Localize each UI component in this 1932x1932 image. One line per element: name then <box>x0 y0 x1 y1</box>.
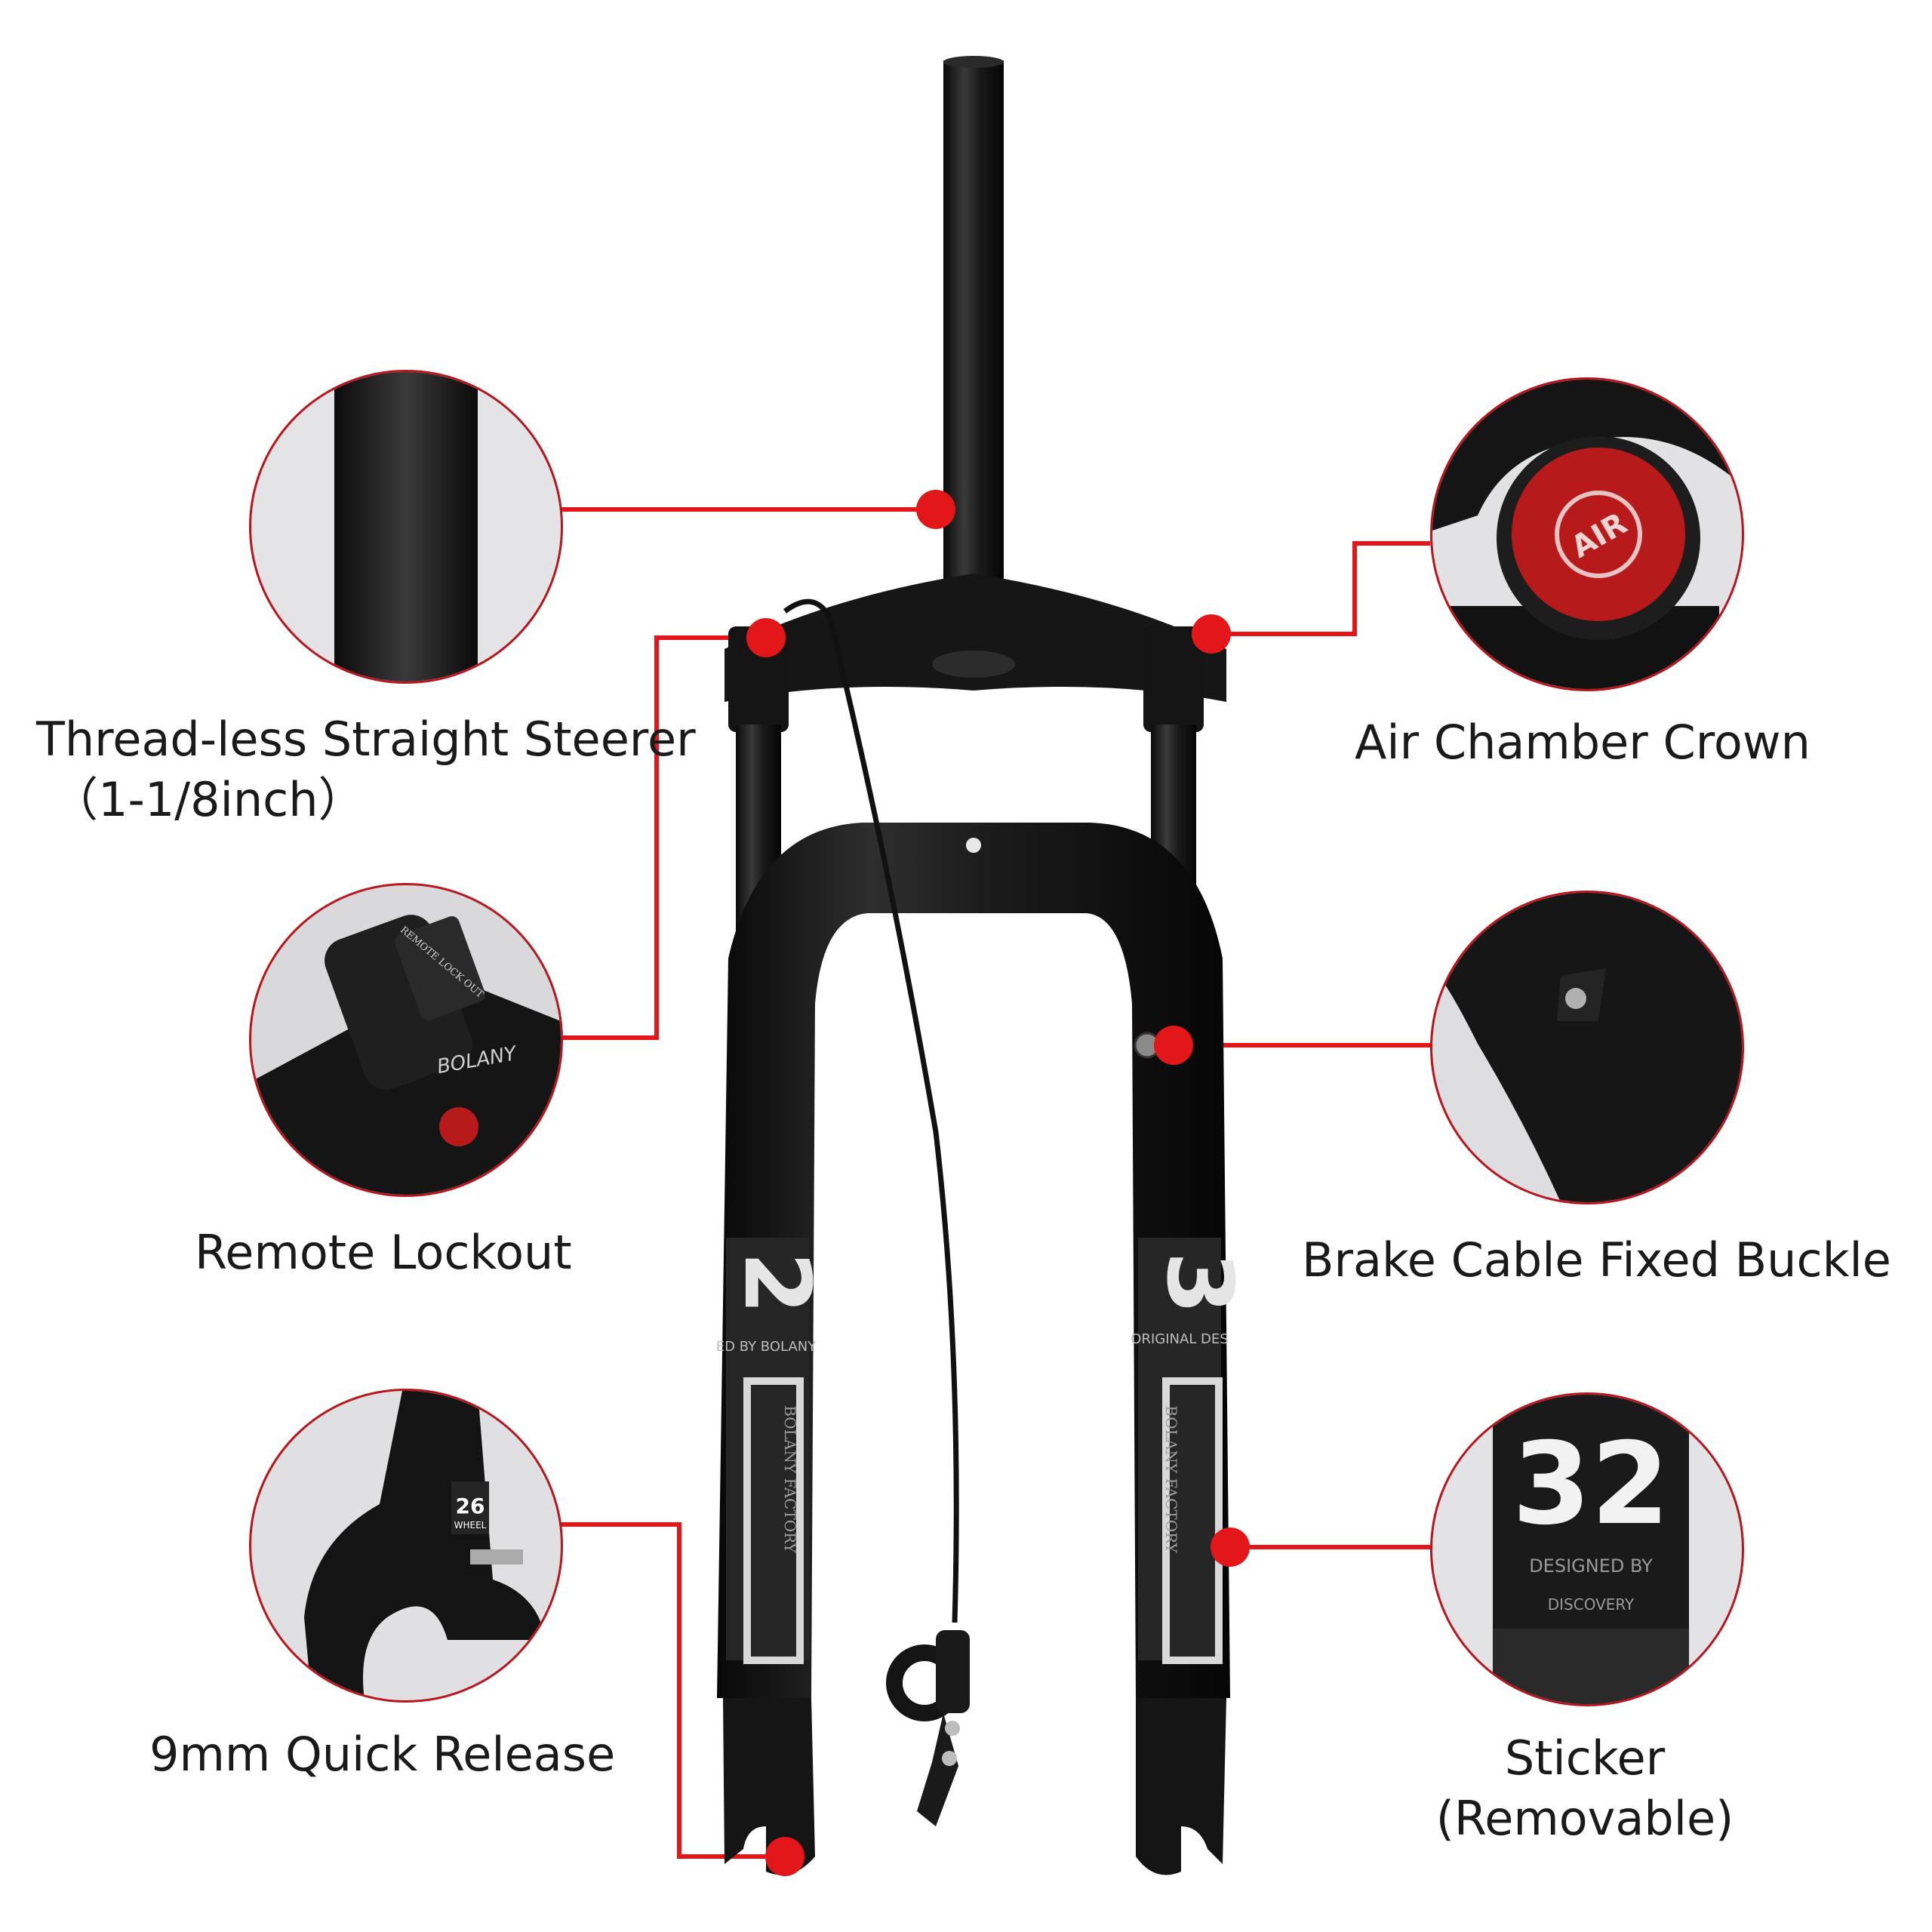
sticker-detail-circle: 32 DESIGNED BY DISCOVERY <box>1430 1392 1744 1706</box>
brake-buckle-detail-circle <box>1430 891 1744 1204</box>
sticker-number: 32 <box>1512 1419 1670 1550</box>
steerer-tube <box>943 60 1004 604</box>
quick-release-label: 9mm Quick Release <box>149 1727 616 1782</box>
air-chamber-dot <box>1192 614 1231 654</box>
air-chamber-connector-line <box>1211 541 1430 636</box>
air-chamber-detail-circle: AIR <box>1430 377 1744 691</box>
quick-release-detail-circle: 26 WHEEL <box>249 1389 563 1703</box>
right-decal-vertical-text: BOLANY FACTORY <box>1162 1405 1180 1553</box>
lockout-lever-icon: REMOTE LOCK OUT BOLANY <box>251 915 561 1195</box>
left-decal-small-text: ED BY BOLANY <box>716 1339 817 1355</box>
sticker-label: Sticker (Removable) <box>1389 1728 1781 1849</box>
brake-buckle-dot <box>1154 1026 1193 1065</box>
left-leg-decal <box>726 1238 809 1660</box>
sticker-dot <box>1211 1527 1250 1567</box>
sticker-label-line2: (Removable) <box>1435 1791 1734 1846</box>
right-leg-decal <box>1138 1238 1221 1660</box>
right-dropout <box>1136 1698 1226 1875</box>
lockout-label: Remote Lockout <box>195 1225 572 1280</box>
lockout-detail-circle: REMOTE LOCK OUT BOLANY <box>249 883 563 1197</box>
left-decal-vertical-text: BOLANY FACTORY <box>781 1405 799 1553</box>
quick-release-dot <box>765 1837 804 1876</box>
brake-buckle-label: Brake Cable Fixed Buckle <box>1302 1232 1891 1287</box>
cable-buckle-icon <box>1432 893 1742 1202</box>
right-decal-small-text: ORIGINAL DES <box>1131 1331 1228 1347</box>
steerer-tube-icon <box>334 372 478 681</box>
air-chamber-label: Air Chamber Crown <box>1355 715 1810 770</box>
right-decal-number: 3 <box>1146 1251 1251 1315</box>
steerer-label: Thread-less Straight Steerer （1-1/8inch） <box>36 709 696 830</box>
steerer-detail-circle <box>249 370 563 684</box>
callout-dots <box>746 490 1250 1876</box>
wheel-size-badge-label: WHEEL <box>454 1520 487 1531</box>
callout-lines <box>558 507 1430 1859</box>
fork-crown <box>724 574 1226 702</box>
lockout-connector-line <box>558 635 766 1040</box>
left-dropout <box>723 1698 815 1875</box>
wheel-size-badge-number: 26 <box>456 1494 485 1518</box>
dropout-icon: 26 WHEEL <box>304 1391 546 1700</box>
steerer-label-line2: （1-1/8inch） <box>51 772 365 827</box>
left-decal-number: 2 <box>724 1251 829 1315</box>
air-cap-icon: AIR <box>1432 380 1742 689</box>
sticker-text-discovery: DISCOVERY <box>1548 1595 1635 1614</box>
handlebar-remote-lever <box>886 1630 970 1826</box>
remote-cable <box>783 598 959 1623</box>
sticker-text-designed: DESIGNED BY <box>1529 1555 1653 1577</box>
sticker-icon: 32 DESIGNED BY DISCOVERY <box>1493 1395 1689 1704</box>
lockout-dot <box>746 618 786 657</box>
sticker-label-line1: Sticker <box>1504 1730 1666 1786</box>
steerer-dot <box>916 490 955 529</box>
steerer-label-line1: Thread-less Straight Steerer <box>36 712 696 767</box>
